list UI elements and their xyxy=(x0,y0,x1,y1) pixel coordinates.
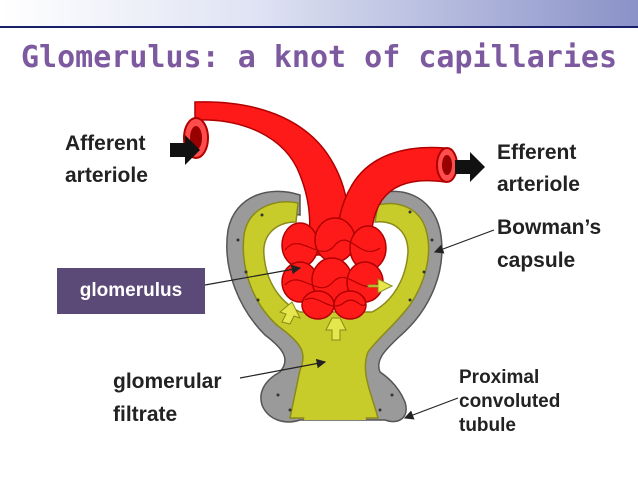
slide-top-rule xyxy=(0,26,638,28)
glomerulus-pointer xyxy=(204,264,302,286)
filtrate-label-line1: glomerular xyxy=(113,370,222,393)
capillary-loops xyxy=(284,239,381,307)
filtration-arrows xyxy=(278,278,394,341)
afferent-flow-arrow xyxy=(170,135,200,165)
afferent-label-line1: Afferent xyxy=(65,132,146,155)
afferent-label-line2: arteriole xyxy=(65,164,148,187)
filtrate-label-line2: filtrate xyxy=(113,403,178,426)
bowmans-capsule-pointer xyxy=(433,229,495,254)
glomerulus-label: glomerulus xyxy=(57,268,205,314)
bowmans-label-line1: Bowman’s xyxy=(497,216,602,239)
capsule-cell-dots xyxy=(236,210,434,412)
filtrate-pointer xyxy=(239,358,327,379)
efferent-label-line2: arteriole xyxy=(497,173,580,196)
efferent-label-line1: Efferent xyxy=(497,141,577,164)
tubule-pointer xyxy=(403,397,459,420)
proximal-label-line2: convoluted xyxy=(459,391,561,412)
slide-top-bar xyxy=(0,0,638,26)
proximal-label-line3: tubule xyxy=(459,415,516,436)
slide-title: Glomerulus: a knot of capillaries xyxy=(20,40,618,75)
proximal-label-line1: Proximal xyxy=(459,367,540,388)
efferent-flow-arrow xyxy=(455,152,485,182)
bowmans-label-line2: capsule xyxy=(497,249,576,272)
